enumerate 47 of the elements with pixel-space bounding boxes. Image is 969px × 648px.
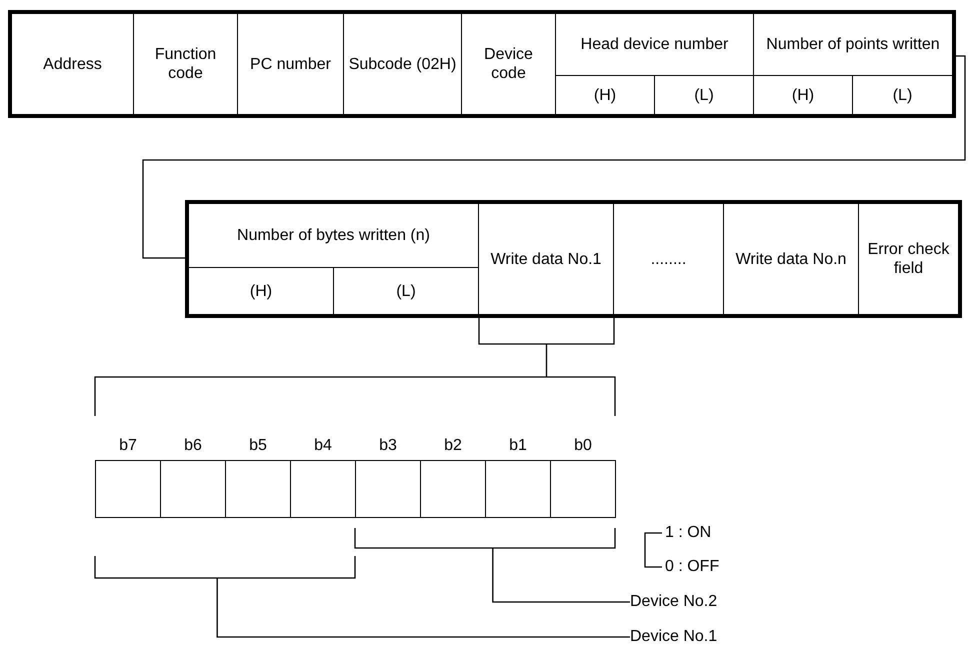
frame-box bbox=[185, 200, 962, 318]
connector-line bbox=[492, 548, 630, 603]
connector-line bbox=[216, 578, 630, 638]
field-cell: Number of bytes written (n) bbox=[189, 204, 479, 268]
bit-cell bbox=[160, 460, 226, 518]
bit-label: b6 bbox=[183, 436, 203, 456]
bracket bbox=[95, 377, 615, 416]
field-cell: (H) bbox=[754, 76, 853, 114]
frame-box bbox=[8, 10, 956, 118]
connector-line bbox=[142, 55, 966, 259]
bit-label: b1 bbox=[508, 436, 528, 456]
bit-label: b2 bbox=[443, 436, 463, 456]
bit-cell bbox=[485, 460, 551, 518]
bit-cell bbox=[225, 460, 291, 518]
field-cell: (L) bbox=[334, 268, 479, 314]
field-cell: Address bbox=[12, 14, 134, 114]
state-label: 1 : ON bbox=[665, 523, 712, 543]
bit-cell bbox=[550, 460, 616, 518]
device-label: Device No.1 bbox=[630, 625, 740, 648]
field-cell: Write data No.n bbox=[724, 204, 859, 314]
field-cell: ........ bbox=[614, 204, 724, 314]
device-label: Device No.2 bbox=[630, 590, 740, 614]
field-cell: Write data No.1 bbox=[479, 204, 614, 314]
bit-cell bbox=[290, 460, 356, 518]
bit-cell bbox=[355, 460, 421, 518]
connector-line bbox=[478, 317, 615, 378]
field-cell: (L) bbox=[853, 76, 952, 114]
field-cell: Head device number bbox=[556, 14, 754, 76]
field-cell: (H) bbox=[556, 76, 655, 114]
bit-label: b3 bbox=[378, 436, 398, 456]
bit-label: b7 bbox=[118, 436, 138, 456]
field-cell: (L) bbox=[655, 76, 754, 114]
field-cell: (H) bbox=[189, 268, 334, 314]
field-cell: Function code bbox=[134, 14, 238, 114]
field-cell: Subcode (02H) bbox=[344, 14, 462, 114]
field-cell: Number of points written bbox=[754, 14, 952, 76]
state-label: 0 : OFF bbox=[665, 557, 720, 577]
bit-cell bbox=[420, 460, 486, 518]
bit-label: b4 bbox=[313, 436, 333, 456]
bracket bbox=[95, 556, 355, 578]
bit-label: b0 bbox=[573, 436, 593, 456]
field-cell: Device code bbox=[462, 14, 556, 114]
bit-label: b5 bbox=[248, 436, 268, 456]
field-cell: PC number bbox=[238, 14, 344, 114]
bit-cell bbox=[95, 460, 161, 518]
field-cell: Error check field bbox=[859, 204, 958, 314]
bracket bbox=[355, 528, 615, 548]
